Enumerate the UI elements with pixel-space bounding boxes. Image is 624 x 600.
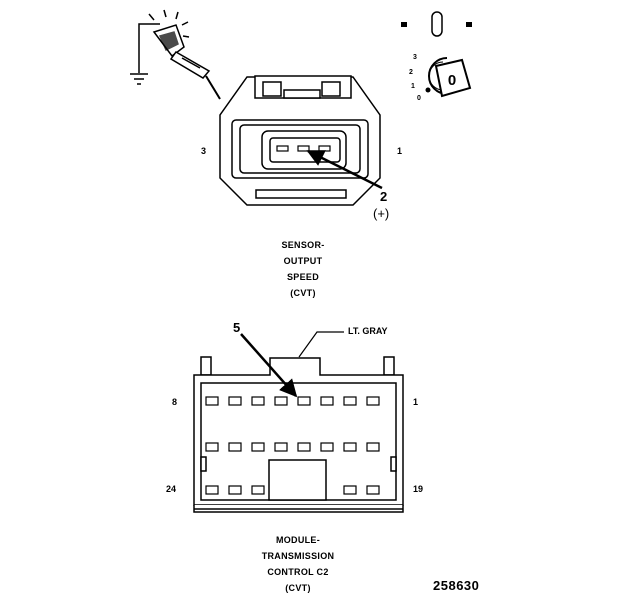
pin-cavity-top	[320, 396, 334, 406]
ignition-position-3: 3	[413, 54, 417, 61]
pin-cavity-top	[205, 396, 219, 406]
pin-cavity-middle	[343, 442, 357, 452]
sensor-polarity-label: (+)	[373, 206, 390, 221]
pin-cavity-middle	[228, 442, 242, 452]
sensor-test-pin-label: 2	[380, 189, 388, 204]
module-test-arrow	[240, 333, 298, 398]
pin-cavity-top	[343, 396, 357, 406]
module-pin-cavities	[205, 396, 380, 495]
pin-cavity-middle	[205, 442, 219, 452]
connector-color-label: LT. GRAY	[348, 326, 388, 336]
pin-cavity-bottom	[366, 485, 380, 495]
pin-cavity-middle	[320, 442, 334, 452]
pin-cavity-bottom	[205, 485, 219, 495]
figure-number: 258630	[433, 578, 480, 593]
sensor-caption-line-1: SENSOR-	[281, 240, 325, 250]
pin-cavity-bottom	[343, 485, 357, 495]
sensor-caption-line-2: OUTPUT	[283, 256, 323, 266]
ignition-position-2: 2	[409, 69, 413, 76]
pin-cavity-middle	[366, 442, 380, 452]
module-caption-line-4: (CVT)	[285, 583, 311, 593]
pin-cavity-bottom	[251, 485, 265, 495]
module-pin-19-label: 19	[413, 484, 424, 494]
pin-cavity-top	[297, 396, 311, 406]
module-pin-24-label: 24	[166, 484, 177, 494]
key-position-label: 0	[448, 72, 456, 89]
pin-cavity-middle	[297, 442, 311, 452]
ignition-position-1: 1	[411, 83, 415, 90]
pin-cavity-top	[274, 396, 288, 406]
pin-cavity-top	[251, 396, 265, 406]
sensor-connector	[219, 75, 381, 206]
module-test-pin-label: 5	[233, 320, 241, 335]
sensor-pin-cavities	[276, 145, 331, 152]
module-pin-8-label: 8	[172, 397, 178, 407]
sensor-pin-1-label: 1	[397, 146, 403, 156]
pin-cavity-middle	[251, 442, 265, 452]
module-pin-1-label: 1	[413, 397, 419, 407]
color-leader-line	[298, 331, 344, 358]
pin-cavity-middle	[274, 442, 288, 452]
pin-cavity-top	[228, 396, 242, 406]
module-caption-line-3: CONTROL C2	[267, 567, 329, 577]
sensor-pin-3-label: 3	[201, 146, 207, 156]
module-caption-line-1: MODULE-	[275, 535, 321, 545]
pin-cavity-top	[366, 396, 380, 406]
pin-cavity-bottom	[228, 485, 242, 495]
sensor-caption-line-4: (CVT)	[290, 288, 316, 298]
ignition-position-0: 0	[417, 95, 421, 102]
test-light-icon	[130, 9, 221, 100]
ignition-switch-icon	[401, 11, 472, 98]
sensor-caption-line-3: SPEED	[286, 272, 319, 282]
module-caption-line-2: TRANSMISSION	[261, 551, 335, 561]
sensor-test-arrow	[306, 149, 383, 190]
